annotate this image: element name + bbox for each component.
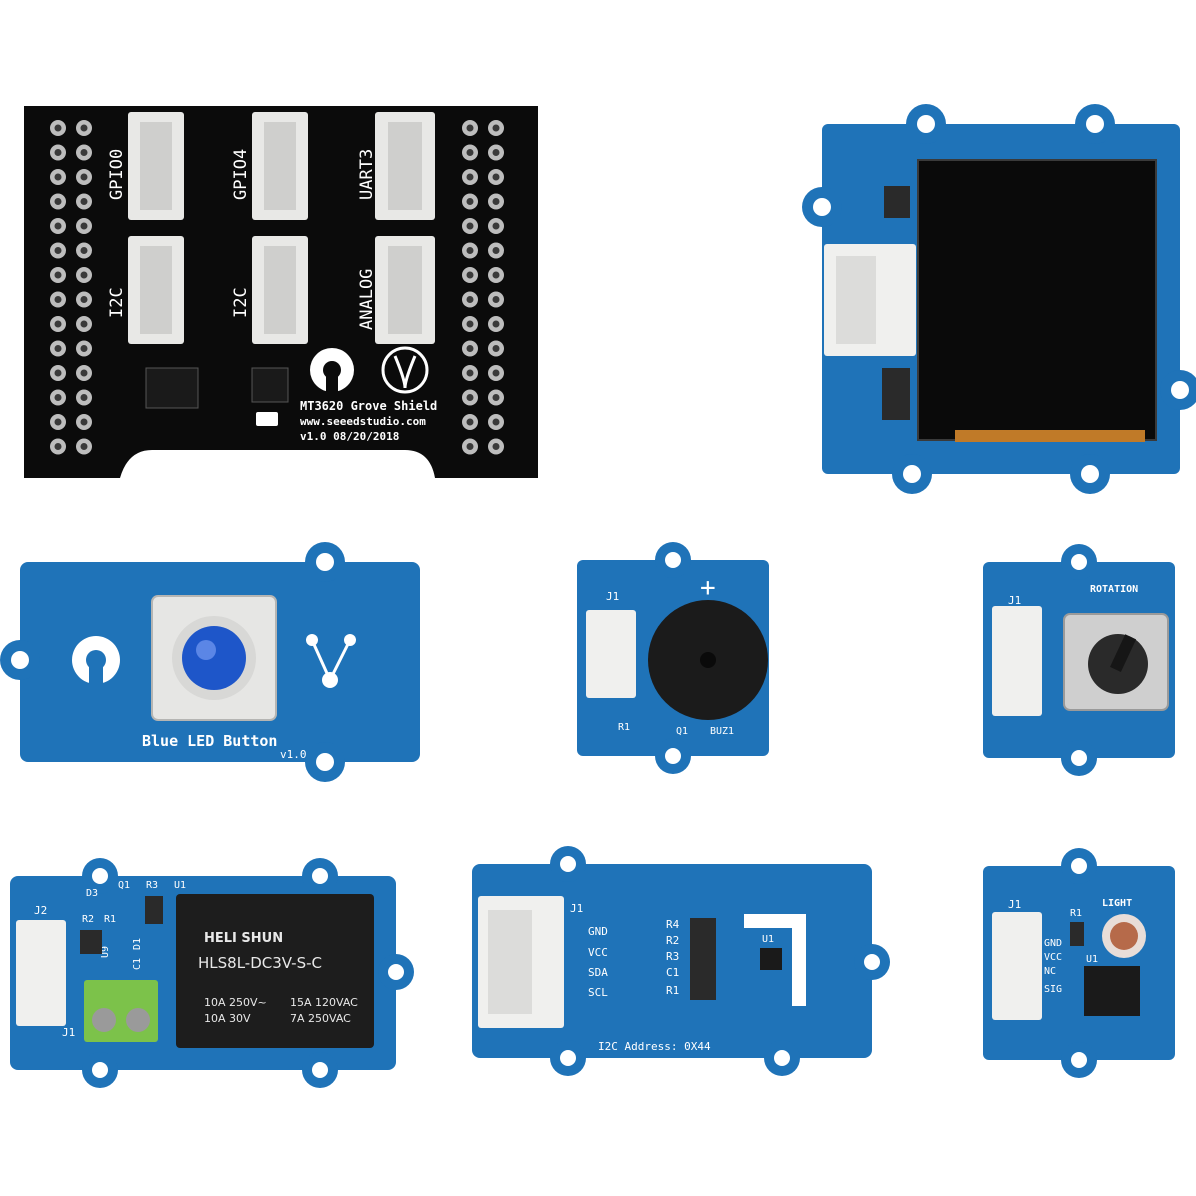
light-sensor-module: J1 R1 LIGHT GND VCC NC SIG U1 xyxy=(983,848,1175,1078)
grove-connector xyxy=(992,606,1042,716)
grove-connector xyxy=(586,610,636,698)
connector-label: J1 xyxy=(606,590,619,603)
grove-shield-board: GPIO0 GPIO4 UART3 I2C I2C ANALOG xyxy=(24,106,538,478)
part-label: J1 xyxy=(570,902,583,915)
grove-port-i2c-1: I2C xyxy=(107,236,184,344)
part-label: U1 xyxy=(174,880,186,891)
buzzer-module: J1 + R1 Q1 BUZ1 xyxy=(577,542,769,774)
port-label: UART3 xyxy=(357,149,377,200)
pin-label: SIG xyxy=(1044,984,1062,995)
oled-display-module xyxy=(802,104,1196,494)
relay-module: J2 J1 D3 Q1 R3 U1 R2 R1 U9 C1 D1 HELI SH… xyxy=(10,858,414,1088)
relay-brand: HELI SHUN xyxy=(204,931,283,946)
port-label: GPIO0 xyxy=(107,149,127,200)
grove-port-uart3: UART3 xyxy=(357,112,435,220)
smd-components xyxy=(80,930,102,954)
screw-terminal xyxy=(84,980,158,1042)
smd-components xyxy=(882,368,910,420)
i2c-address: I2C Address: 0X44 xyxy=(598,1040,711,1053)
part-label: R1 xyxy=(1070,908,1082,919)
part-label: Q1 xyxy=(676,726,688,737)
part-label: R3 xyxy=(666,950,679,963)
module-label: Blue LED Button xyxy=(142,732,277,750)
part-label: J1 xyxy=(62,1026,75,1039)
connector-label: J1 xyxy=(1008,898,1021,911)
grove-connector xyxy=(16,920,66,1026)
seeed-circuit-icon xyxy=(306,634,356,688)
port-label: I2C xyxy=(231,287,251,318)
part-label: U1 xyxy=(1086,954,1098,965)
seeed-logo-icon xyxy=(381,346,429,394)
board-version: v1.0 08/20/2018 xyxy=(300,430,399,443)
part-label: BUZ1 xyxy=(710,726,734,737)
relay-body xyxy=(176,894,374,1048)
part-label: D3 xyxy=(86,888,98,899)
module-label: LIGHT xyxy=(1102,898,1132,909)
module-label: ROTATION xyxy=(1090,584,1138,595)
pin-label: NC xyxy=(1044,966,1056,977)
pin-label: VCC xyxy=(1044,952,1062,963)
pin-label: GND xyxy=(588,925,608,938)
port-label: ANALOG xyxy=(357,269,377,330)
pin-label: GND xyxy=(1044,938,1062,949)
board-title: MT3620 Grove Shield xyxy=(300,399,437,413)
open-hardware-gear-icon xyxy=(72,636,120,686)
ic-chip xyxy=(145,367,199,409)
rotary-angle-module: J1 ROTATION xyxy=(983,544,1175,776)
left-header-pins xyxy=(50,120,92,455)
sensor-outline xyxy=(744,914,806,1006)
blue-led-button-module: Blue LED Button v1.0 xyxy=(0,542,420,782)
relay-rating: 10A 30V xyxy=(204,1012,251,1025)
pin-label: SCL xyxy=(588,986,608,999)
part-label: R2 xyxy=(666,934,679,947)
relay-model: HLS8L-DC3V-S-C xyxy=(198,954,322,972)
grove-connector xyxy=(992,912,1042,1020)
port-label: GPIO4 xyxy=(231,149,251,200)
part-label: R1 xyxy=(104,914,116,925)
part-label: R4 xyxy=(666,918,680,931)
grove-port-analog: ANALOG xyxy=(357,236,435,344)
relay-rating: 10A 250V~ xyxy=(204,996,267,1009)
open-hardware-gear-icon xyxy=(310,348,354,394)
op-amp-chip xyxy=(1084,966,1140,1016)
part-label: Q1 xyxy=(118,880,130,891)
pin-label: SDA xyxy=(588,966,608,979)
part-label: R3 xyxy=(146,880,158,891)
right-header-pins xyxy=(462,120,504,455)
board-url: www.seeedstudio.com xyxy=(300,415,426,428)
blue-led-cap xyxy=(182,626,246,690)
part-label: U1 xyxy=(762,934,774,945)
grove-port-gpio0: GPIO0 xyxy=(107,112,184,220)
part-label: R1 xyxy=(618,722,630,733)
part-label: R1 xyxy=(666,984,679,997)
grove-port-gpio4: GPIO4 xyxy=(231,112,308,220)
sensor-chip xyxy=(760,948,782,970)
part-label: D1 xyxy=(132,938,143,950)
part-label: R2 xyxy=(82,914,94,925)
part-label: U9 xyxy=(100,946,111,958)
flex-cable xyxy=(955,430,1145,442)
grove-port-i2c-2: I2C xyxy=(231,236,308,344)
relay-rating: 15A 120VAC xyxy=(290,996,358,1009)
polarity-label: + xyxy=(700,573,716,603)
connector-label: J1 xyxy=(1008,594,1021,607)
ic-chip xyxy=(251,367,289,403)
jumper-pad xyxy=(256,412,278,426)
i2c-sensor-module: J1 GND VCC SDA SCL R4 R2 R3 C1 R1 U1 I2C… xyxy=(472,846,890,1076)
pin-label: VCC xyxy=(588,946,608,959)
smd-components xyxy=(690,918,716,1000)
part-label: C1 xyxy=(666,966,679,979)
part-label: J2 xyxy=(34,904,47,917)
module-version: v1.0 xyxy=(280,748,307,761)
port-label: I2C xyxy=(107,287,127,318)
relay-rating: 7A 250VAC xyxy=(290,1012,351,1025)
part-label: C1 xyxy=(132,958,143,970)
oled-screen xyxy=(917,159,1157,441)
